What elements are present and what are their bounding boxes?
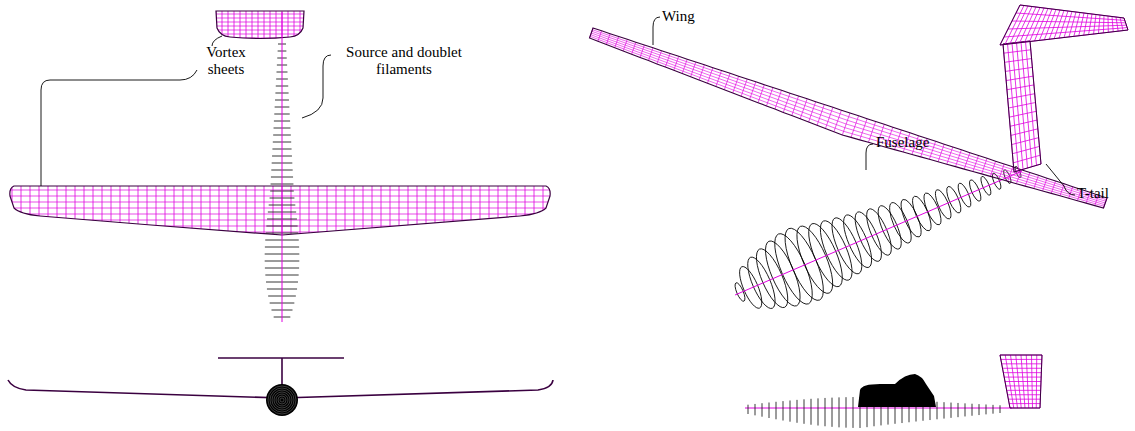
wing-planform [10, 186, 550, 235]
fuselage-label: Fuselage [876, 134, 929, 151]
vortex-sheets-label: Vortex sheets [195, 44, 257, 78]
wing-label: Wing [662, 8, 695, 25]
fuselage-axis [282, 12, 283, 322]
isometric-view [590, 5, 1129, 312]
filaments-label: Source and doublet filaments [333, 44, 475, 78]
side-view [745, 355, 1042, 428]
tail-planform [216, 11, 304, 39]
front-view [8, 358, 553, 416]
leader-lines [41, 17, 1075, 195]
t-tail-label: T-tail [1077, 185, 1109, 202]
